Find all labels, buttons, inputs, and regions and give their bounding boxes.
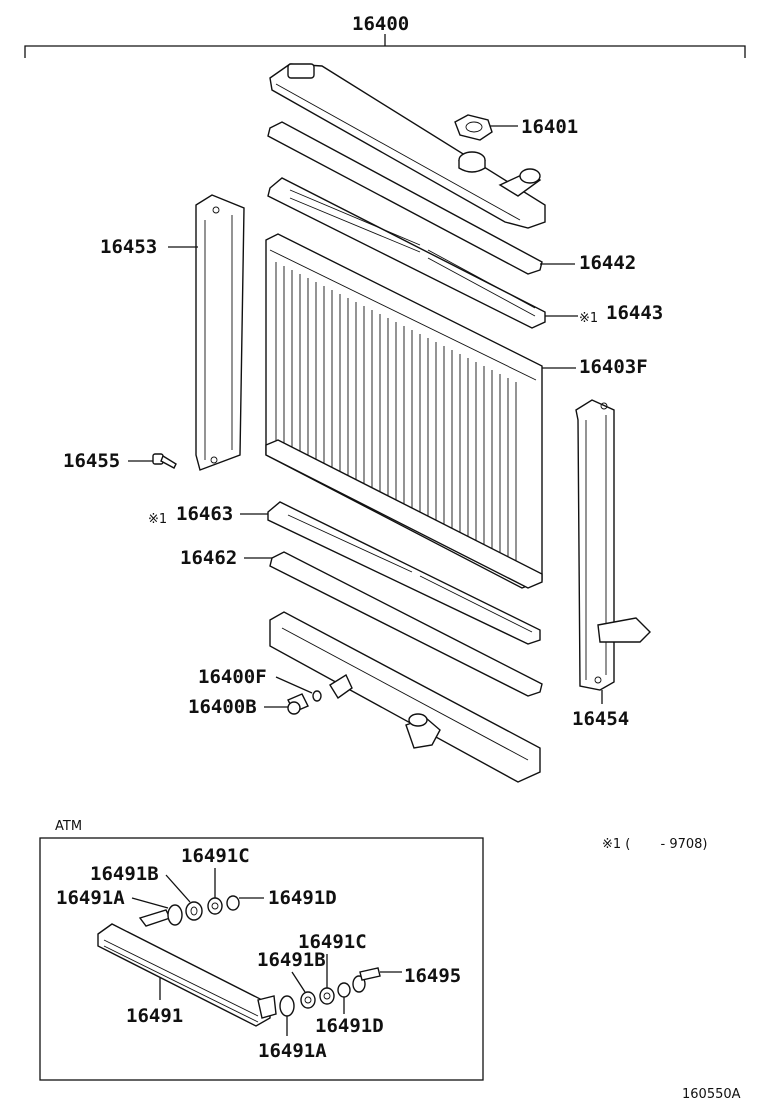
radiator-cap bbox=[454, 114, 493, 173]
washer-b-lower bbox=[300, 991, 316, 1009]
label-16455: 16455 bbox=[63, 450, 120, 472]
mark-16443: ※1 bbox=[579, 311, 598, 326]
left-side-support bbox=[195, 194, 245, 471]
label-16491C-upper: 16491C bbox=[181, 845, 250, 867]
washer-c-lower bbox=[319, 987, 335, 1005]
upper-tank bbox=[269, 63, 546, 229]
label-16463: 16463 bbox=[176, 503, 233, 525]
label-16491C-lower: 16491C bbox=[298, 931, 367, 953]
lower-tank bbox=[269, 611, 541, 783]
label-16454: 16454 bbox=[572, 708, 629, 730]
label-16491D-upper: 16491D bbox=[268, 887, 337, 909]
figure-code: 160550A bbox=[682, 1087, 741, 1102]
mark-16463: ※1 bbox=[148, 512, 167, 527]
label-16400B: 16400B bbox=[188, 696, 257, 718]
label-16495: 16495 bbox=[404, 965, 461, 987]
lower-gasket bbox=[269, 551, 543, 697]
label-16491: 16491 bbox=[126, 1005, 183, 1027]
right-side-support bbox=[575, 399, 651, 691]
label-16453: 16453 bbox=[100, 236, 157, 258]
label-16401: 16401 bbox=[521, 116, 578, 138]
upper-gasket bbox=[267, 121, 543, 275]
atm-title: ATM bbox=[55, 819, 82, 834]
label-16400F: 16400F bbox=[198, 666, 267, 688]
union-nut-d-lower bbox=[337, 982, 351, 998]
union-nut-d bbox=[226, 895, 240, 911]
drain-cock-packing bbox=[312, 690, 322, 702]
label-16400: 16400 bbox=[352, 13, 409, 35]
label-16443: 16443 bbox=[606, 302, 663, 324]
assembly-bracket bbox=[24, 34, 746, 58]
label-16491B-lower: 16491B bbox=[257, 949, 326, 971]
label-16491A-upper: 16491A bbox=[56, 887, 125, 909]
atm-box bbox=[39, 837, 484, 1081]
upper-seal-plate bbox=[267, 177, 546, 329]
label-16491A-lower: 16491A bbox=[258, 1040, 327, 1062]
label-16442: 16442 bbox=[579, 252, 636, 274]
radiator-core bbox=[265, 233, 543, 589]
label-16403F: 16403F bbox=[579, 356, 648, 378]
washer-b bbox=[185, 901, 203, 921]
oil-cooler bbox=[97, 909, 277, 1027]
lower-seal-plate bbox=[267, 501, 541, 645]
label-16491D-lower: 16491D bbox=[315, 1015, 384, 1037]
bolt bbox=[152, 453, 177, 469]
drain-cock-plug bbox=[287, 693, 309, 715]
label-16491B-upper: 16491B bbox=[90, 863, 159, 885]
o-ring-a-lower bbox=[279, 995, 295, 1017]
label-16462: 16462 bbox=[180, 547, 237, 569]
o-ring-a bbox=[167, 904, 183, 926]
hose-fitting-16495 bbox=[352, 967, 381, 993]
washer-c bbox=[207, 897, 223, 915]
footnote: ※1 ( - 9708) bbox=[602, 837, 707, 852]
